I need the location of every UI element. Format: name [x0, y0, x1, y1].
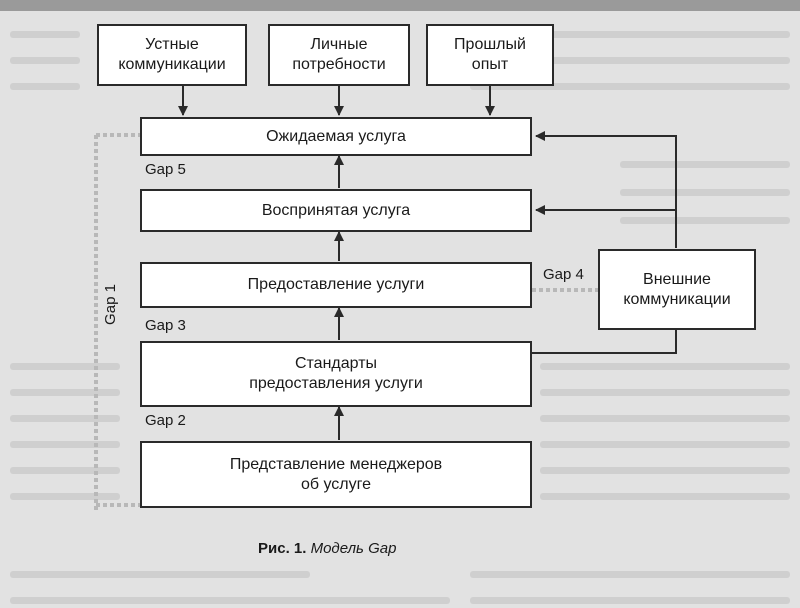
background-text-bleed	[0, 11, 800, 608]
gap3-label: Gap 3	[145, 317, 186, 334]
caption-title: Модель Gap	[310, 540, 397, 557]
gap2-label: Gap 2	[145, 412, 186, 429]
gap-dashed-lines	[94, 133, 598, 510]
caption-number: Рис. 1.	[258, 540, 307, 557]
oral-communications-box: Устные коммуникации	[97, 24, 247, 86]
personal-needs-box: Личные потребности	[268, 24, 410, 86]
gap1-label: Gap 1	[101, 284, 119, 325]
service-standards-box: Стандарты предоставления услуги	[140, 341, 532, 407]
figure-caption: Рис. 1. Модель Gap	[258, 540, 396, 557]
perceived-service-box: Воспринятая услуга	[140, 189, 532, 232]
external-communications-box: Внешние коммуникации	[598, 249, 756, 330]
gap4-label: Gap 4	[543, 266, 584, 283]
past-experience-box: Прошлый опыт	[426, 24, 554, 86]
arrow-external-to-expected	[535, 131, 677, 248]
service-delivery-box: Предоставление услуги	[140, 262, 532, 308]
arrow-external-to-perceived	[535, 205, 677, 248]
management-perception-box: Представление менеджеров об услуге	[140, 441, 532, 508]
page-top-edge	[0, 0, 800, 11]
gap5-label: Gap 5	[145, 161, 186, 178]
expected-service-box: Ожидаемая услуга	[140, 117, 532, 156]
line-standards-to-external	[532, 330, 677, 354]
